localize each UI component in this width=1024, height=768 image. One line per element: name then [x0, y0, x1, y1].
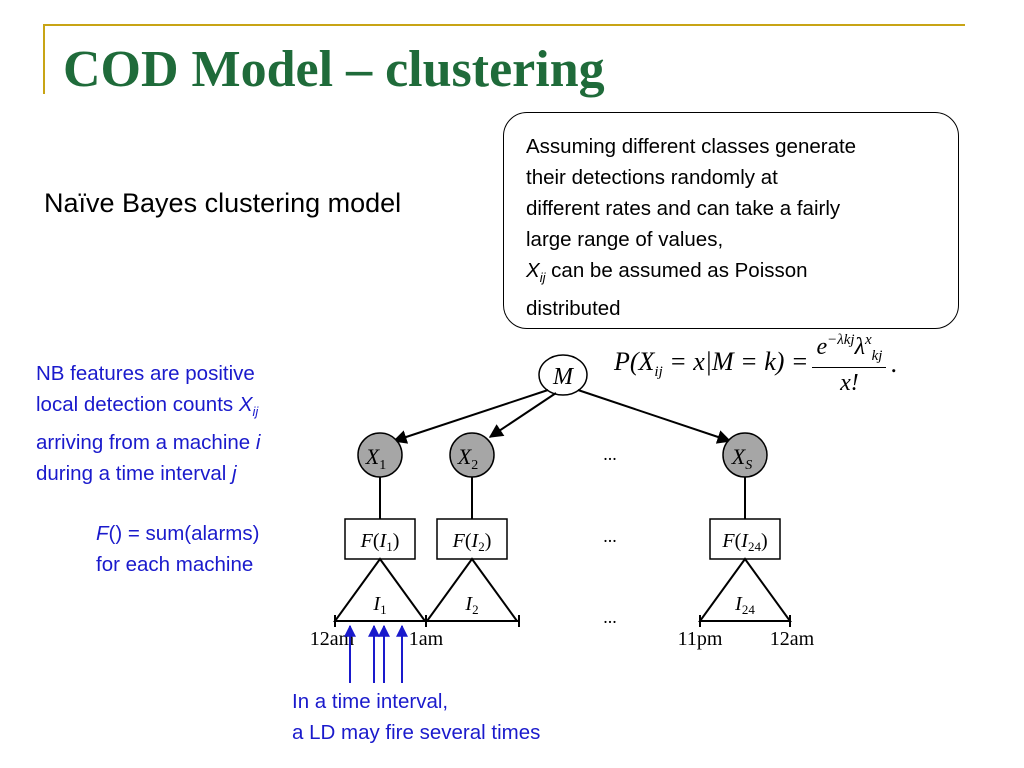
- page-title: COD Model – clustering: [63, 41, 605, 98]
- f-note-line-2: for each machine: [96, 553, 254, 576]
- interval-note-line-2: a LD may fire several times: [292, 721, 541, 744]
- f-box-2: F(I2): [436, 518, 508, 560]
- svg-text:F(I24): F(I24): [721, 530, 767, 554]
- node-x2: X2: [449, 432, 495, 478]
- time-axis-left: [334, 615, 520, 627]
- svg-text:I24: I24: [734, 593, 755, 617]
- features-note-line-3: arriving from a machine i: [36, 431, 261, 454]
- node-x1: X1: [357, 432, 403, 478]
- title-rule-left: [43, 24, 45, 94]
- time-label-1am: 1am: [409, 628, 444, 650]
- root-node-label: M: [552, 364, 575, 390]
- f-note-line-1: F() = sum(alarms): [96, 522, 260, 545]
- time-label-12am-end: 12am: [770, 628, 815, 650]
- edge-m-xs: [577, 389, 732, 444]
- time-label-11pm: 11pm: [678, 628, 723, 650]
- formula-period: .: [890, 349, 897, 378]
- svg-text:X1: X1: [365, 444, 386, 473]
- callout-line-4: large range of values,: [526, 228, 724, 251]
- root-node-m: M: [538, 354, 588, 396]
- features-note-line-1: NB features are positive: [36, 362, 255, 385]
- ellipsis-intervals: ...: [603, 607, 617, 627]
- svg-text:I1: I1: [372, 593, 386, 617]
- subtitle: Naïve Bayes clustering model: [44, 188, 402, 218]
- edge-m-x1: [392, 389, 549, 444]
- ellipsis-f-boxes: ...: [603, 526, 617, 546]
- interval-note: In a time interval, a LD may fire severa…: [292, 686, 540, 748]
- interval-triangle-24: I24: [698, 557, 792, 622]
- callout-var-x: X: [526, 259, 540, 282]
- callout-line-5-rest: can be assumed as Poisson: [545, 259, 808, 282]
- svg-text:I2: I2: [464, 593, 478, 617]
- assumption-callout: Assuming different classes generate thei…: [503, 112, 959, 329]
- interval-triangle-1: I1: [333, 557, 427, 622]
- interval-triangle-2: I2: [425, 557, 519, 622]
- f-box-1: F(I1): [344, 518, 416, 560]
- svg-text:F(I1): F(I1): [360, 530, 400, 554]
- time-axis-right: [699, 615, 791, 627]
- features-note: NB features are positive local detection…: [36, 358, 260, 489]
- formula-lhs: P(Xij = x|M = k) =: [614, 347, 809, 380]
- features-note-line-2: local detection counts Xij: [36, 393, 259, 419]
- ellipsis-nodes: ...: [603, 444, 617, 464]
- svg-text:X2: X2: [457, 444, 478, 473]
- callout-line-3: different rates and can take a fairly: [526, 197, 841, 220]
- interval-note-line-1: In a time interval,: [292, 690, 449, 713]
- title-rule-top: [43, 24, 965, 26]
- poisson-formula: P(Xij = x|M = k) = e−λkjλxkj x! .: [614, 328, 897, 400]
- node-xs: XS: [722, 432, 768, 478]
- formula-numerator: e−λkjλxkj: [812, 332, 887, 368]
- callout-line-6: distributed: [526, 297, 621, 320]
- formula-fraction: e−λkjλxkj x!: [812, 332, 887, 397]
- callout-line-2: their detections randomly at: [526, 166, 778, 189]
- svg-text:F(I2): F(I2): [452, 530, 492, 554]
- time-label-12am-start: 12am: [310, 628, 355, 650]
- edge-m-x2: [488, 392, 557, 438]
- callout-var-sub: ij: [539, 270, 546, 285]
- features-note-line-4: during a time interval j: [36, 462, 237, 485]
- svg-text:XS: XS: [731, 444, 752, 473]
- f-function-note: F() = sum(alarms) for each machine: [96, 518, 259, 580]
- callout-line-5: Xij can be assumed as Poisson: [526, 255, 948, 293]
- f-box-24: F(I24): [709, 518, 781, 560]
- callout-line-1: Assuming different classes generate: [526, 135, 857, 158]
- formula-denominator: x!: [840, 369, 859, 396]
